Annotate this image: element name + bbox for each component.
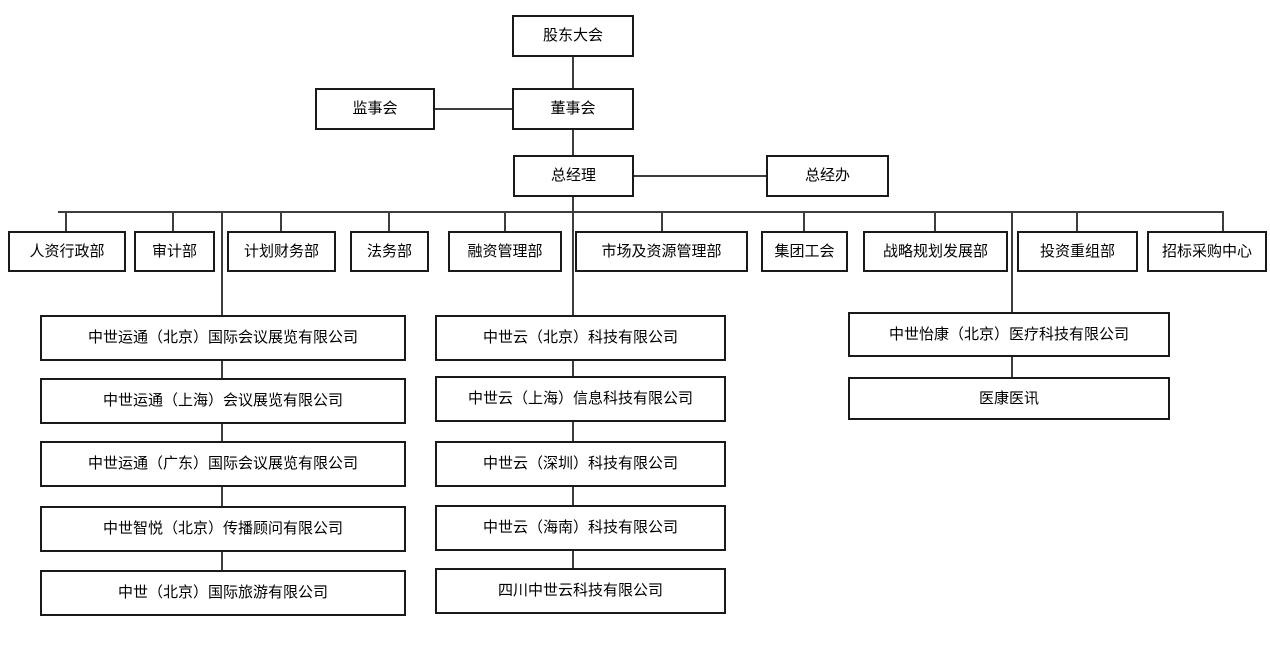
subsidiary-middle-2: 中世云（上海）信息科技有限公司: [435, 376, 726, 422]
connector-gm-bus: [572, 197, 574, 213]
connector-left-2-3: [221, 424, 223, 441]
connector-supervisory-board: [435, 108, 512, 110]
dept-financing-mgmt: 融资管理部: [448, 231, 562, 272]
subsidiary-right-2: 医康医讯: [848, 377, 1170, 420]
dept-planning-finance: 计划财务部: [227, 231, 336, 272]
connector-drop-financing: [504, 211, 506, 232]
connector-drop-bidding: [1222, 211, 1224, 232]
subsidiary-left-5: 中世（北京）国际旅游有限公司: [40, 570, 406, 616]
connector-drop-audit: [172, 211, 174, 232]
connector-left-1-2: [221, 361, 223, 378]
node-supervisory-board: 监事会: [315, 88, 435, 130]
dept-legal: 法务部: [350, 231, 429, 272]
subsidiary-left-2: 中世运通（上海）会议展览有限公司: [40, 378, 406, 424]
dept-strategic-planning: 战略规划发展部: [863, 231, 1008, 272]
dept-market-resources: 市场及资源管理部: [575, 231, 748, 272]
connector-middle-4-5: [572, 551, 574, 568]
subsidiary-middle-3: 中世云（深圳）科技有限公司: [435, 441, 726, 487]
connector-left-column-trunk: [221, 211, 223, 315]
dept-investment-restructuring: 投资重组部: [1017, 231, 1138, 272]
connector-middle-3-4: [572, 487, 574, 505]
connector-gm-office: [634, 175, 766, 177]
node-gm-office: 总经办: [766, 155, 889, 197]
connector-drop-legal: [388, 211, 390, 232]
subsidiary-middle-4: 中世云（海南）科技有限公司: [435, 505, 726, 551]
connector-right-1-2: [1011, 357, 1013, 377]
subsidiary-left-1: 中世运通（北京）国际会议展览有限公司: [40, 315, 406, 361]
node-shareholders-meeting: 股东大会: [512, 15, 634, 57]
connector-left-3-4: [221, 487, 223, 506]
subsidiary-middle-5: 四川中世云科技有限公司: [435, 568, 726, 614]
connector-drop-market-resources: [661, 211, 663, 232]
connector-department-bus: [58, 211, 1224, 213]
connector-middle-1-2: [572, 361, 574, 376]
connector-middle-column-trunk: [572, 211, 574, 315]
connector-right-column-trunk: [1011, 211, 1013, 312]
connector-drop-group-union: [803, 211, 805, 232]
node-general-manager: 总经理: [513, 155, 634, 197]
dept-hr-admin: 人资行政部: [8, 231, 126, 272]
subsidiary-left-4: 中世智悦（北京）传播顾问有限公司: [40, 506, 406, 552]
node-board-of-directors: 董事会: [512, 88, 634, 130]
subsidiary-middle-1: 中世云（北京）科技有限公司: [435, 315, 726, 361]
subsidiary-right-1: 中世怡康（北京）医疗科技有限公司: [848, 312, 1170, 357]
dept-group-union: 集团工会: [761, 231, 848, 272]
dept-audit: 审计部: [134, 231, 215, 272]
connector-drop-planning-finance: [280, 211, 282, 232]
connector-drop-strategic: [934, 211, 936, 232]
dept-bidding-procurement: 招标采购中心: [1147, 231, 1267, 272]
connector-board-gm: [572, 130, 574, 157]
connector-middle-2-3: [572, 422, 574, 441]
connector-left-4-5: [221, 552, 223, 570]
connector-drop-investment: [1076, 211, 1078, 232]
connector-drop-hr-admin: [65, 211, 67, 232]
connector-shareholders-board: [572, 57, 574, 90]
subsidiary-left-3: 中世运通（广东）国际会议展览有限公司: [40, 441, 406, 487]
